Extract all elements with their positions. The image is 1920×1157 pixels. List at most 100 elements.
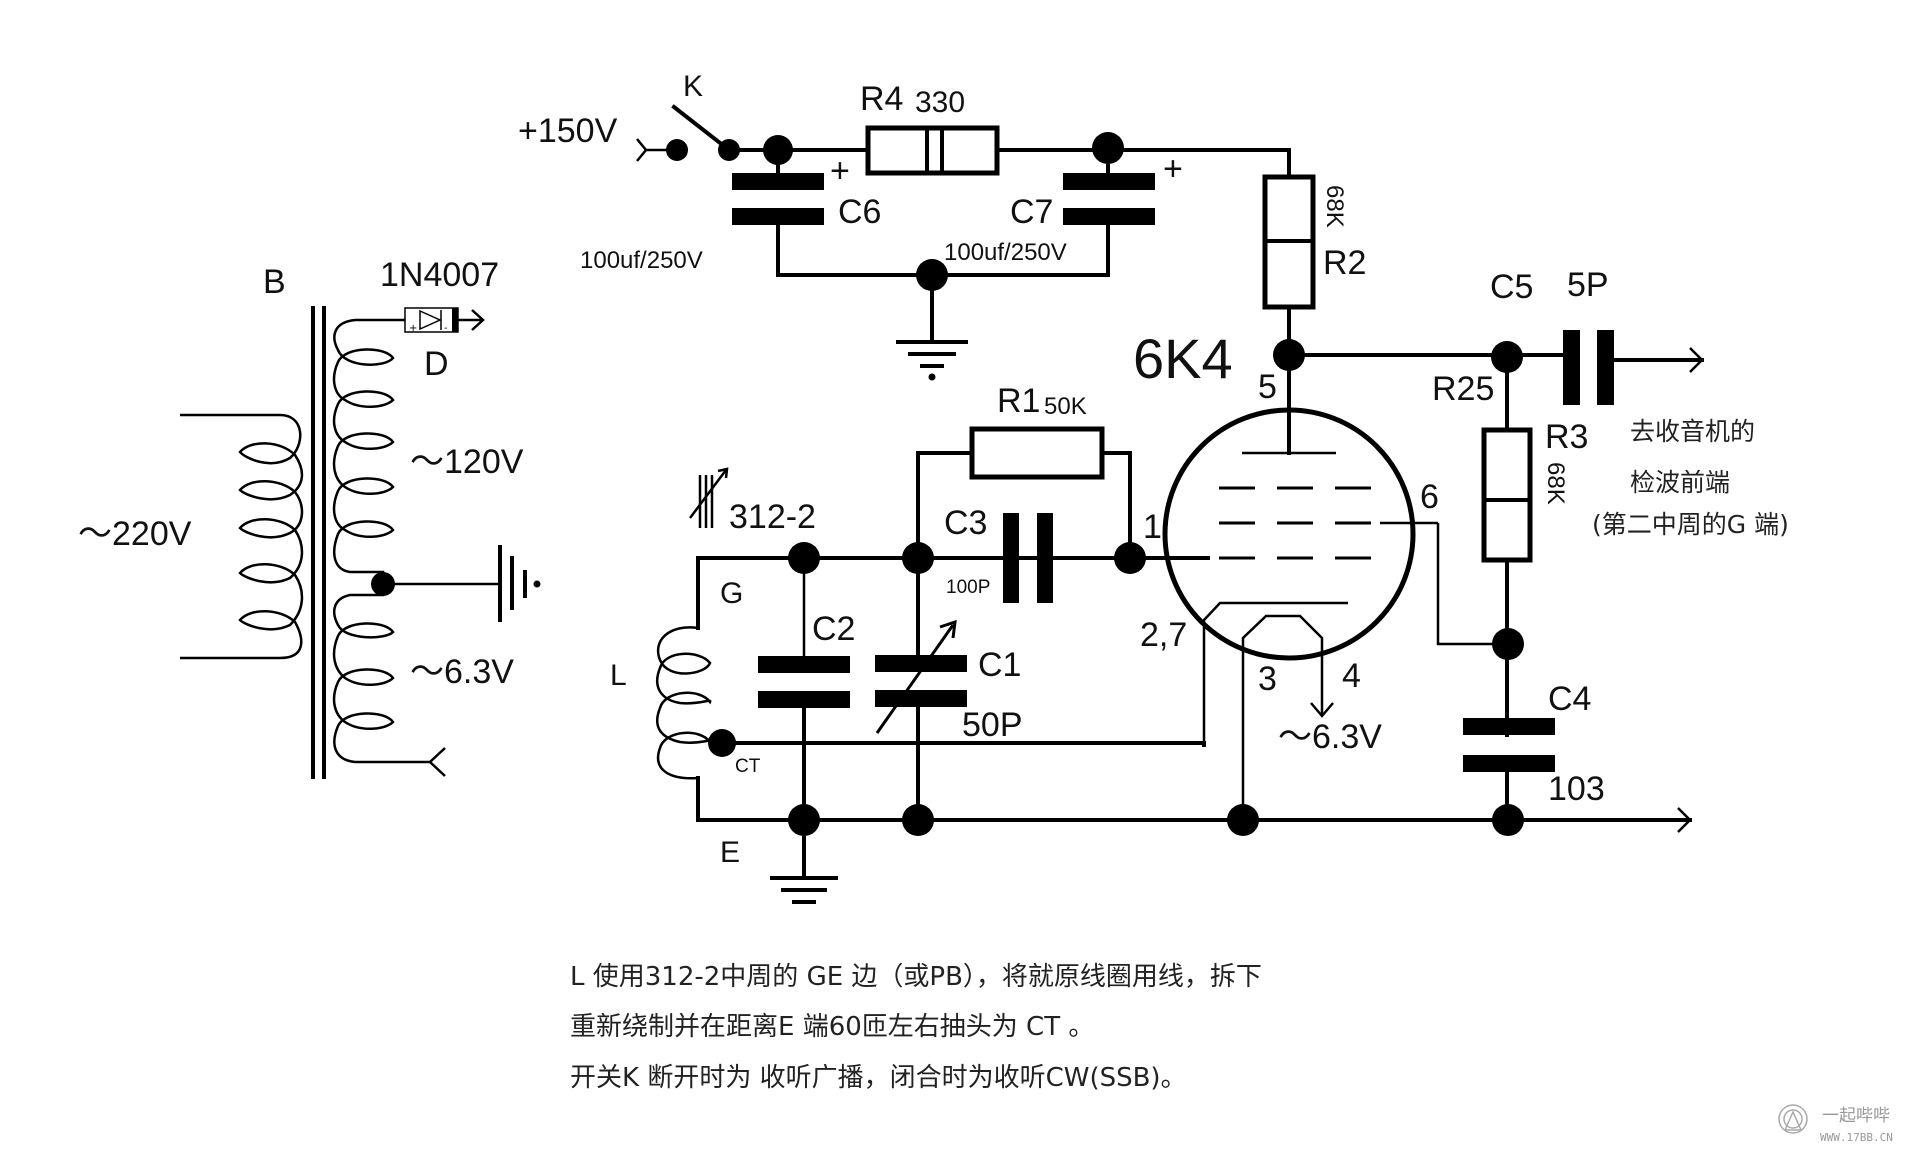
c3-plate xyxy=(1003,513,1019,603)
tap-g-label: G xyxy=(720,577,743,610)
tap-e-label: E xyxy=(720,836,740,869)
c7-value: 100uf/250V xyxy=(944,239,1067,266)
c1-ref: C1 xyxy=(978,646,1021,684)
switch-contact xyxy=(666,139,688,161)
watermark-logo-icon xyxy=(1778,1104,1808,1134)
c3-plate xyxy=(1037,513,1053,603)
primary-winding xyxy=(180,413,304,660)
e-line xyxy=(696,776,1692,822)
r2-ref: R2 xyxy=(1323,244,1366,282)
pin-plate-label: 5 xyxy=(1258,368,1277,406)
ground-icon xyxy=(770,876,838,904)
screen-node xyxy=(1492,628,1524,660)
r25-label: R25 xyxy=(1432,370,1494,408)
r4-ref: R4 xyxy=(860,80,903,118)
pin-grid-label: 1 xyxy=(1143,508,1162,546)
svg-text:-: - xyxy=(444,323,448,334)
input-tank: 312-2 G E L CT C2 xyxy=(610,382,1692,904)
c4-value: 103 xyxy=(1548,770,1605,808)
note-line-2: 重新绕制并在距离E 端60匝左右抽头为 CT 。 xyxy=(570,1012,1094,1042)
diode-ref-label: D xyxy=(424,345,449,383)
ground-icon xyxy=(896,340,968,381)
note-line-1: L 使用312-2中周的 GE 边（或PB），将就原线圈用线，拆下 xyxy=(570,962,1262,992)
tube-envelope xyxy=(1162,407,1416,661)
output-label-line-3: (第二中周的G 端) xyxy=(1592,510,1789,539)
watermark-url: WWW.17BB.CN xyxy=(1820,1131,1893,1144)
output-label-line-1: 去收音机的 xyxy=(1630,417,1755,446)
heater-ground-node xyxy=(1227,804,1259,836)
svg-text:+: + xyxy=(409,323,417,334)
r3-value: 68K xyxy=(1542,462,1569,505)
c2-plate xyxy=(758,691,850,708)
diode-part-label: 1N4007 xyxy=(380,256,499,294)
c6-ref: C6 xyxy=(838,193,881,231)
supply-section: +150V K + C6 100uf/250V R4 330 + C7 100u… xyxy=(518,70,1366,381)
switch-k[interactable] xyxy=(671,104,732,153)
ifc-symbol-icon xyxy=(689,467,729,528)
c5-value: 5P xyxy=(1567,266,1609,304)
output-arrow-icon xyxy=(1689,347,1704,373)
c1-value: 50P xyxy=(962,706,1023,744)
c6-plate xyxy=(732,173,824,190)
ct-line xyxy=(720,741,1206,747)
g-line xyxy=(696,556,1132,630)
c4-plate xyxy=(1463,755,1555,772)
pin-cathode-label: 2,7 xyxy=(1140,616,1187,654)
c3-ref: C3 xyxy=(944,504,987,542)
pin-heater-a-label: 3 xyxy=(1258,660,1277,698)
c6-value: 100uf/250V xyxy=(580,247,703,274)
c1-bottom-node xyxy=(902,804,934,836)
output-section: C5 5P R25 R3 68K C4 103 去收音机的 检波前端 (第二中周… xyxy=(1287,266,1789,836)
r4-value: 330 xyxy=(915,86,965,119)
note-line-3: 开关K 断开时为 收听广播，闭合时为收听CW(SSB)。 xyxy=(570,1063,1187,1093)
secondary-hv-label: ～120V xyxy=(410,443,524,481)
c3-value: 100P xyxy=(946,577,990,598)
c1-plate xyxy=(875,655,967,672)
watermark-title: 一起哔哔 xyxy=(1822,1106,1890,1126)
c7-plate xyxy=(1063,173,1155,190)
variable-arrow-icon xyxy=(875,619,957,734)
chassis-ground-icon xyxy=(498,545,541,622)
c6-polarity: + xyxy=(830,152,850,190)
switch-label: K xyxy=(683,70,703,103)
transformer: B ～220V ～120V ～6.3V xyxy=(78,256,541,779)
diode-icon: + - xyxy=(404,307,485,334)
c1-plate xyxy=(875,690,967,707)
secondary-lv-label: ～6.3V xyxy=(410,653,514,691)
output-label-line-2: 检波前端 xyxy=(1630,468,1730,497)
c7-ref: C7 xyxy=(1010,193,1053,231)
r2-value: 68K xyxy=(1321,185,1348,228)
c7-plate xyxy=(1063,208,1155,225)
c5-plate xyxy=(1597,330,1614,405)
c2-plate xyxy=(758,656,850,673)
c2-ref: C2 xyxy=(812,610,855,648)
notes: L 使用312-2中周的 GE 边（或PB），将就原线圈用线，拆下 重新绕制并在… xyxy=(570,962,1262,1093)
c4-ref: C4 xyxy=(1548,680,1591,718)
r4-resistor xyxy=(865,125,1000,176)
r1-value: 50K xyxy=(1044,393,1087,420)
coil-ref-label: L xyxy=(610,659,627,692)
c7-polarity: + xyxy=(1163,150,1183,188)
grid-electrodes xyxy=(1219,486,1371,560)
transformer-label: B xyxy=(263,263,286,301)
c6-plate xyxy=(732,208,824,225)
c5-plate xyxy=(1563,330,1580,405)
coil-l xyxy=(655,626,712,780)
primary-voltage-label: ～220V xyxy=(78,515,192,553)
supply-voltage-label: +150V xyxy=(518,112,618,150)
cathode xyxy=(1202,601,1348,745)
heater xyxy=(1241,614,1324,820)
c2-bottom-node xyxy=(788,804,820,836)
grid-node xyxy=(1114,542,1146,574)
watermark: 一起哔哔 WWW.17BB.CN xyxy=(1778,1104,1893,1144)
pin-heater-b-label: 4 xyxy=(1342,657,1361,695)
secondary-winding xyxy=(332,318,446,777)
r3-resistor xyxy=(1481,427,1533,563)
c4-plate xyxy=(1463,718,1555,735)
heater-voltage-label: ～6.3V xyxy=(1278,718,1382,756)
supply-input-terminal xyxy=(636,138,648,162)
tube-6k4: 6K4 5 6 2,7 3 4 ～6.3V xyxy=(1128,327,1508,820)
r1-ref: R1 xyxy=(997,382,1040,420)
c4-ground-node xyxy=(1492,804,1524,836)
